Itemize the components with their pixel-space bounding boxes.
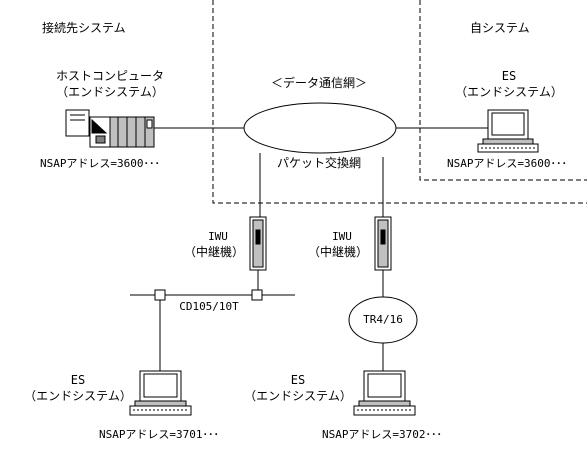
es-3701-nsap: NSAPアドレス=3701･･･ — [98, 428, 220, 441]
iwu-left-subtitle: （中継機） — [183, 245, 245, 259]
host-name: ホストコンピュータ — [55, 69, 165, 83]
own-system-boundary — [419, 0, 587, 181]
own-system-title: 自システム — [470, 21, 530, 35]
iwu-left-name: IWU — [208, 230, 228, 243]
iwu-right-subtitle: （中継機） — [307, 245, 369, 259]
connection-lines — [130, 127, 488, 371]
es-3701-computer-icon — [129, 370, 192, 416]
token-ring-label: TR4/16 — [363, 313, 403, 326]
iwu-right-name: IWU — [332, 230, 352, 243]
lan-bus-label: CD105/10T — [179, 300, 239, 313]
remote-system-boundary — [212, 0, 587, 204]
bus-connector-left — [154, 289, 166, 301]
es-3701-name: ES — [70, 373, 86, 387]
es-3702-nsap: NSAPアドレス=3702･･･ — [321, 428, 443, 441]
packet-network-ellipse — [243, 102, 397, 154]
iwu-left-icon — [249, 216, 267, 271]
remote-system-title: 接続先システム — [42, 21, 126, 35]
bus-connector-right — [251, 289, 263, 301]
network-name: パケット交換網 — [276, 156, 362, 170]
es-own-nsap: NSAPアドレス=3600･･･ — [446, 157, 568, 170]
host-nsap: NSAPアドレス=3600･･･ — [39, 157, 161, 170]
token-ring-ellipse — [348, 296, 418, 344]
es-own-subtitle: （エンドシステム） — [455, 85, 563, 99]
host-computer-icon — [65, 109, 155, 148]
es-3702-name: ES — [290, 373, 306, 387]
network-title: ＜データ通信網＞ — [270, 76, 368, 90]
system-boundaries — [212, 0, 587, 204]
es-3702-subtitle: （エンドシステム） — [244, 389, 352, 403]
es-own-name: ES — [501, 69, 517, 83]
host-subtitle: （エンドシステム） — [56, 85, 164, 99]
es-3702-computer-icon — [353, 370, 416, 416]
es-own-computer-icon — [477, 109, 539, 153]
iwu-right-icon — [374, 216, 392, 271]
es-3701-subtitle: （エンドシステム） — [24, 389, 132, 403]
